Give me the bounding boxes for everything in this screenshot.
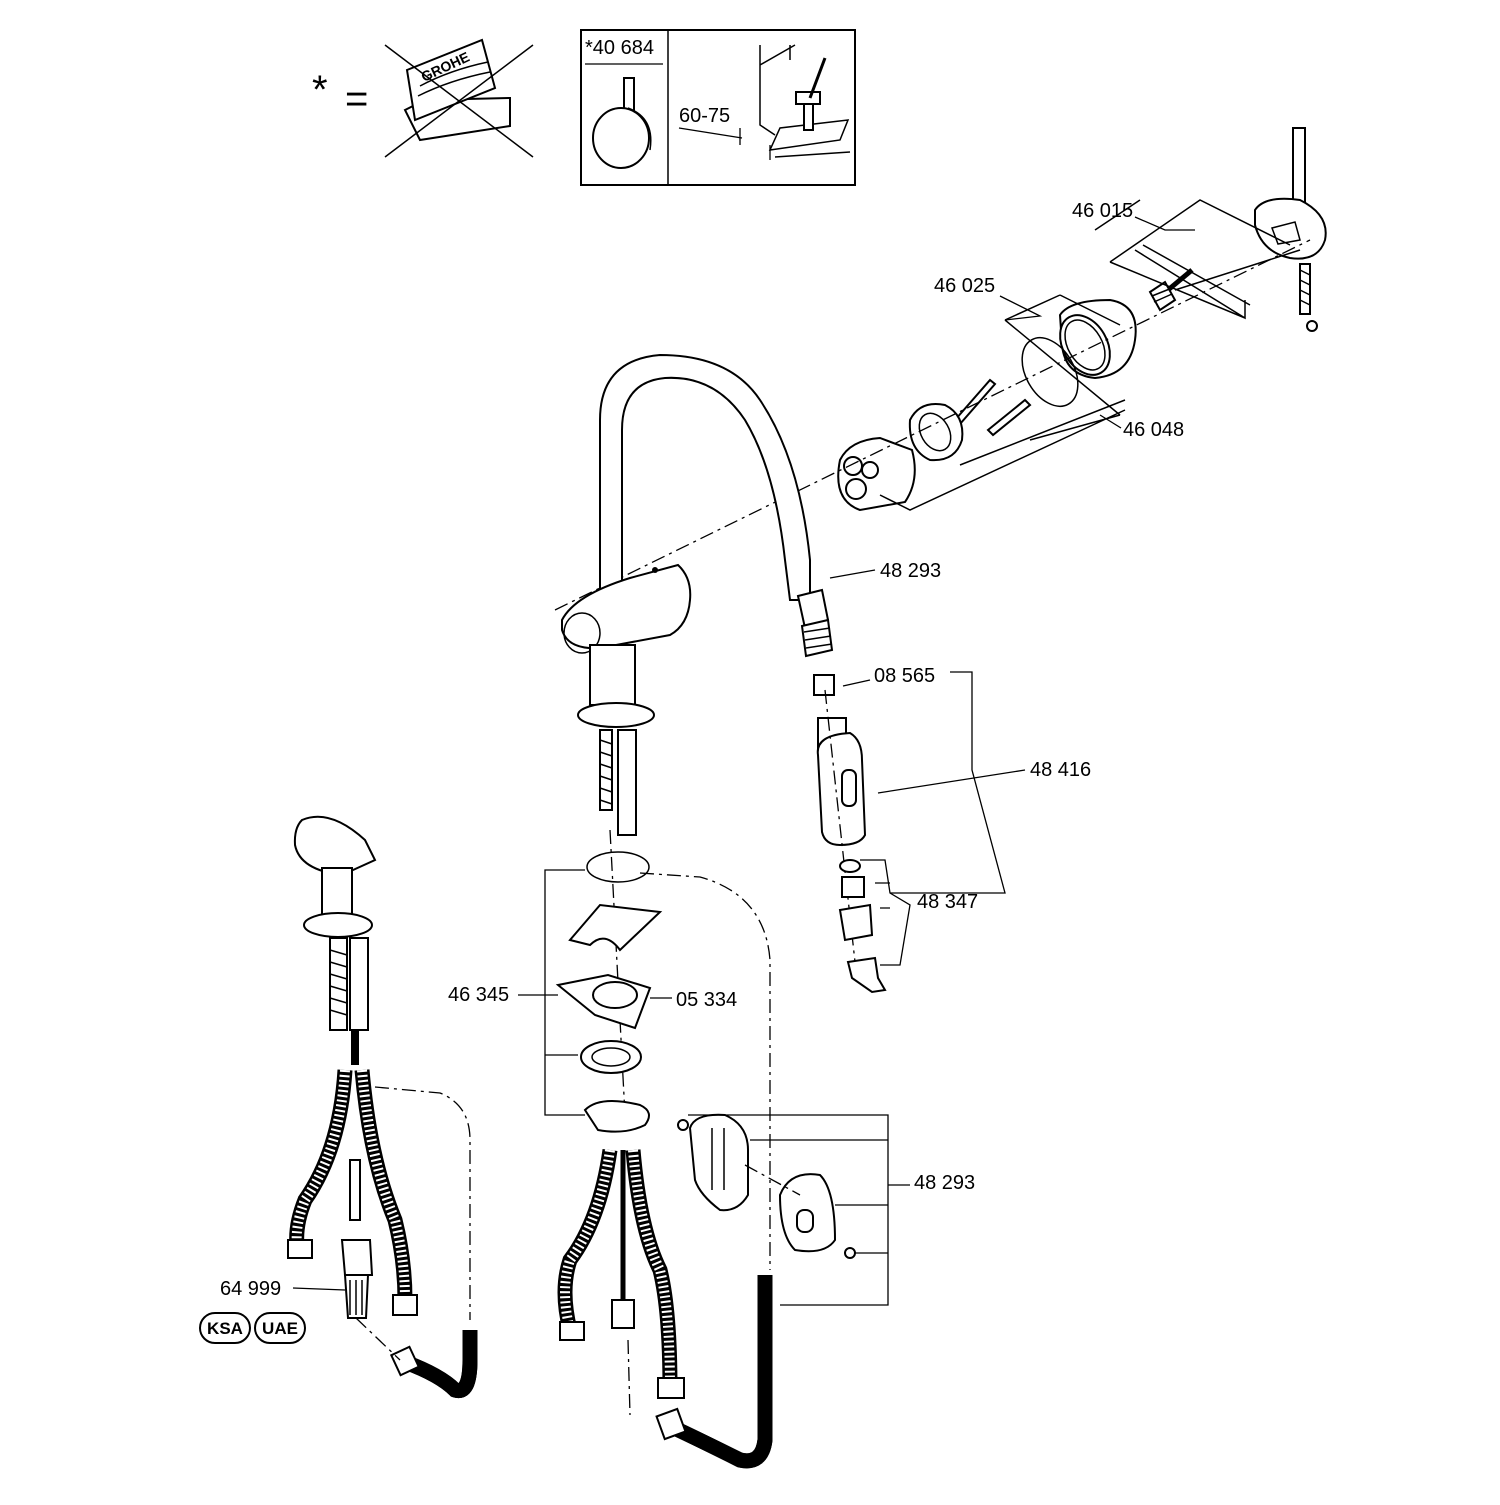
knob-handle-icon — [592, 77, 652, 169]
label-05334: 05 334 — [676, 989, 737, 1011]
label-08565: 08 565 — [874, 665, 935, 687]
dimension-label: 60-75 — [679, 105, 730, 127]
hose-guide-bracket — [677, 1113, 856, 1259]
cartridge-frame-lines — [879, 294, 1126, 511]
mounting-washer — [568, 903, 663, 952]
label-64999: 64 999 — [220, 1278, 281, 1300]
label-48416: 48 416 — [1030, 759, 1091, 781]
inset-part-number: *40 684 — [585, 37, 654, 59]
side-unit — [293, 815, 377, 1065]
leader-lines — [292, 216, 1195, 1306]
uae-badge-text: UAE — [262, 1319, 298, 1338]
spray-head — [816, 717, 867, 847]
region-badges: KSA UAE — [199, 1312, 306, 1344]
label-48347: 48 347 — [917, 891, 978, 913]
asterisk-symbol: * — [312, 68, 328, 112]
mounting-o-ring — [586, 851, 650, 883]
assembly-axis — [554, 239, 1311, 611]
label-46345: 46 345 — [448, 984, 509, 1006]
mounting-bracket — [555, 973, 652, 1030]
mounting-dimension-icon — [739, 44, 851, 160]
ksa-badge-text: KSA — [207, 1319, 243, 1338]
mounting-ring — [580, 1040, 642, 1074]
label-46015: 46 015 — [1072, 200, 1133, 222]
packaging-note: * = GROHE — [312, 38, 534, 158]
cap-ring — [1058, 298, 1137, 380]
faucet-body — [561, 353, 811, 836]
label-46048: 46 048 — [1123, 419, 1184, 441]
assembly-frame-lines — [1094, 199, 1301, 320]
pull-out-hose-connector — [796, 588, 834, 658]
lever-handle — [1254, 127, 1327, 332]
cartridge-clamp-ring — [908, 403, 964, 462]
ceramic-cartridge — [837, 436, 916, 512]
label-46025: 46 025 — [934, 275, 995, 297]
side-supply-hoses — [287, 1069, 478, 1399]
label-48293-top: 48 293 — [880, 560, 941, 582]
side-hose-axis — [355, 1317, 401, 1361]
center-supply-hoses — [557, 1148, 773, 1469]
part-number-labels: 46 015 46 025 46 048 48 293 08 565 48 41… — [220, 200, 1184, 1300]
label-48293-bottom: 48 293 — [914, 1172, 975, 1194]
hose-nut — [813, 674, 835, 696]
side-hose-route — [374, 1086, 471, 1320]
crossed-packaging-icon: GROHE — [384, 38, 534, 158]
mounting-nut — [583, 1100, 650, 1133]
ksa-badge — [199, 1312, 251, 1344]
aerator-parts — [838, 859, 887, 994]
o-ring-large — [1021, 337, 1079, 407]
uae-badge — [254, 1312, 306, 1344]
installation-inset: *40 684 60-75 — [580, 29, 856, 186]
grub-screw — [1148, 268, 1194, 312]
hose-route — [639, 872, 771, 1270]
equals-symbol: = — [345, 77, 368, 121]
hose-axis — [627, 1339, 631, 1416]
cartridge-fixing-bolts — [953, 378, 1032, 437]
